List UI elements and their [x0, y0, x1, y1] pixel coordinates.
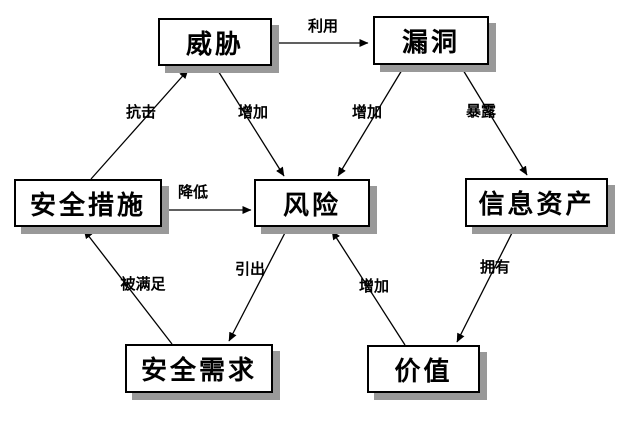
node-risk: 风险 [254, 179, 370, 227]
edge-line-expose [459, 64, 528, 176]
node-label-security-requirements: 安全需求 [140, 356, 257, 386]
edge-label-reduce: 降低 [178, 183, 208, 201]
edge-label-increase-from-value: 增加 [359, 277, 389, 295]
node-label-threat: 威胁 [185, 29, 244, 60]
edge-label-own: 拥有 [480, 258, 510, 276]
node-label-security-measures: 安全措施 [29, 190, 146, 221]
edge-label-satisfied-by: 被满足 [120, 275, 166, 293]
edge-label-expose: 暴露 [466, 102, 497, 120]
node-value: 价值 [367, 345, 480, 393]
edge-line-increase-from-value [331, 230, 406, 346]
node-label-risk: 风险 [282, 190, 341, 221]
edge-line-satisfied-by [83, 229, 173, 345]
edge-label-derive: 引出 [235, 260, 265, 278]
edge-line-increase-from-threat [214, 65, 285, 177]
node-label-vulnerability: 漏洞 [401, 28, 460, 58]
edge-line-derive [228, 226, 289, 342]
edge-label-exploit: 利用 [308, 17, 338, 35]
node-threat: 威胁 [158, 18, 272, 66]
node-label-value: 价值 [394, 356, 453, 387]
edge-label-increase-from-vulnerability: 增加 [352, 103, 382, 121]
node-security-requirements: 安全需求 [125, 344, 273, 393]
edge-line-resist [90, 69, 189, 180]
node-vulnerability: 漏洞 [373, 16, 489, 65]
edge-label-increase-from-threat: 增加 [238, 103, 268, 121]
node-label-information-assets: 信息资产 [478, 190, 595, 220]
edge-line-own [456, 226, 516, 343]
node-information-assets: 信息资产 [465, 178, 608, 227]
edge-line-increase-from-vulnerability [337, 64, 406, 177]
edge-label-resist: 抗击 [126, 103, 156, 121]
node-security-measures: 安全措施 [14, 179, 162, 227]
